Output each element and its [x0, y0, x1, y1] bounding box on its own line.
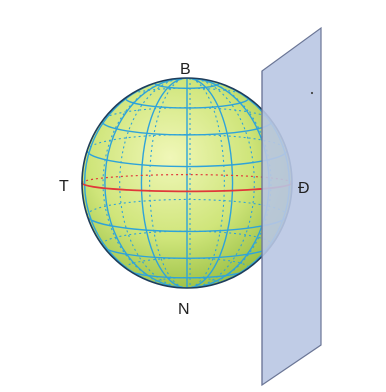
label-east: Đ — [298, 180, 310, 197]
meridian-front — [140, 78, 188, 288]
label-west: T — [59, 178, 69, 195]
meridian-front — [104, 78, 188, 288]
plane-dot — [310, 91, 314, 95]
meridian-back — [186, 78, 225, 288]
meridian-back — [119, 78, 188, 288]
meridian-back — [102, 78, 188, 288]
label-north: B — [180, 61, 191, 78]
parallel-back — [101, 230, 273, 245]
meridian-back — [149, 78, 188, 288]
vertical-plane — [261, 26, 322, 387]
meridian-front — [186, 78, 234, 288]
meridian-back — [186, 78, 255, 288]
equator-back — [81, 174, 293, 184]
label-south: N — [178, 301, 190, 318]
parallel-back — [101, 107, 273, 122]
